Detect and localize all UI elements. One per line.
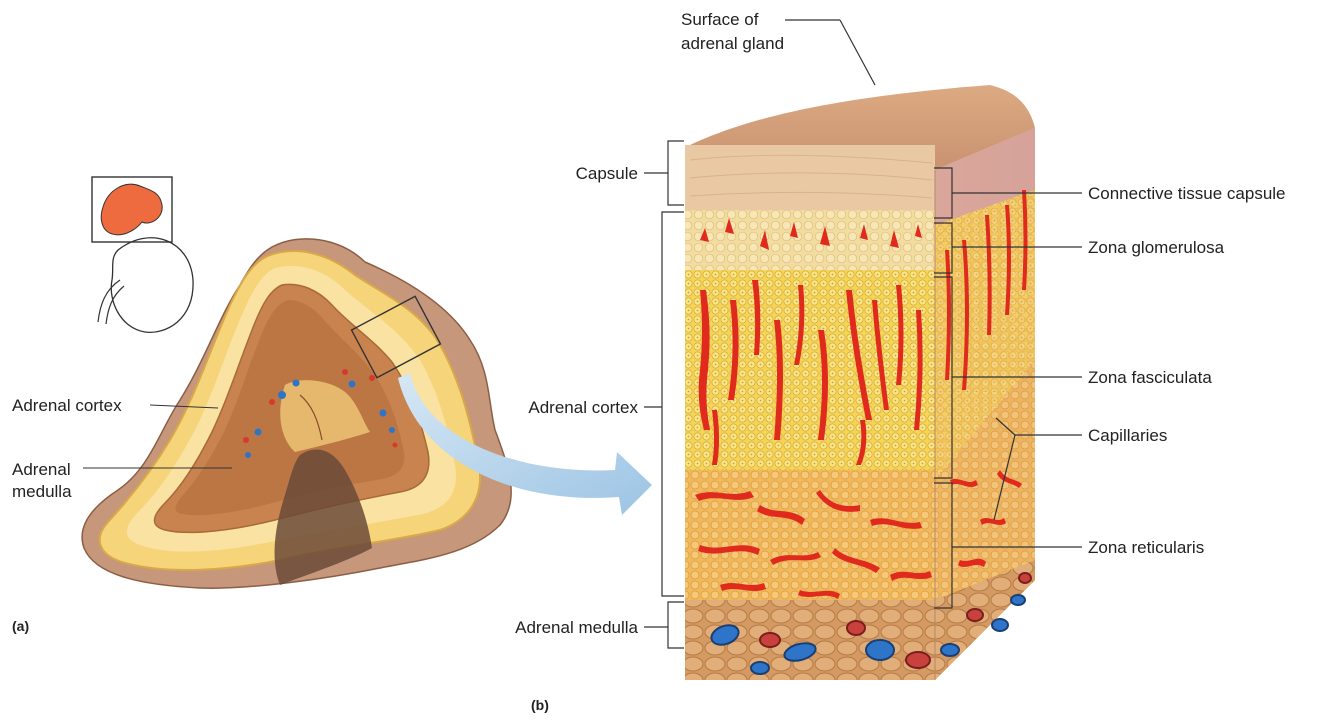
adrenal-gland-section bbox=[82, 239, 511, 588]
label-adrenal-medulla-a-line1: Adrenal bbox=[12, 459, 71, 480]
label-surface-line1: Surface of bbox=[681, 9, 759, 30]
label-adrenal-cortex-b: Adrenal cortex bbox=[528, 397, 638, 418]
tissue-block bbox=[685, 85, 1035, 680]
label-zona-reticularis: Zona reticularis bbox=[1088, 537, 1204, 558]
panel-b-letter: (b) bbox=[531, 697, 549, 713]
label-zona-glomerulosa: Zona glomerulosa bbox=[1088, 237, 1224, 258]
kidney-locator-diagram bbox=[92, 177, 193, 332]
label-adrenal-medulla-b: Adrenal medulla bbox=[515, 617, 638, 638]
label-capsule: Capsule bbox=[576, 163, 638, 184]
label-capillaries: Capillaries bbox=[1088, 425, 1167, 446]
label-connective-tissue-capsule: Connective tissue capsule bbox=[1088, 183, 1286, 204]
label-zona-fasciculata: Zona fasciculata bbox=[1088, 367, 1212, 388]
panel-a-letter: (a) bbox=[12, 618, 29, 634]
label-surface-line2: adrenal gland bbox=[681, 33, 784, 54]
label-adrenal-cortex-a: Adrenal cortex bbox=[12, 395, 122, 416]
label-adrenal-medulla-a-line2: medulla bbox=[12, 481, 72, 502]
